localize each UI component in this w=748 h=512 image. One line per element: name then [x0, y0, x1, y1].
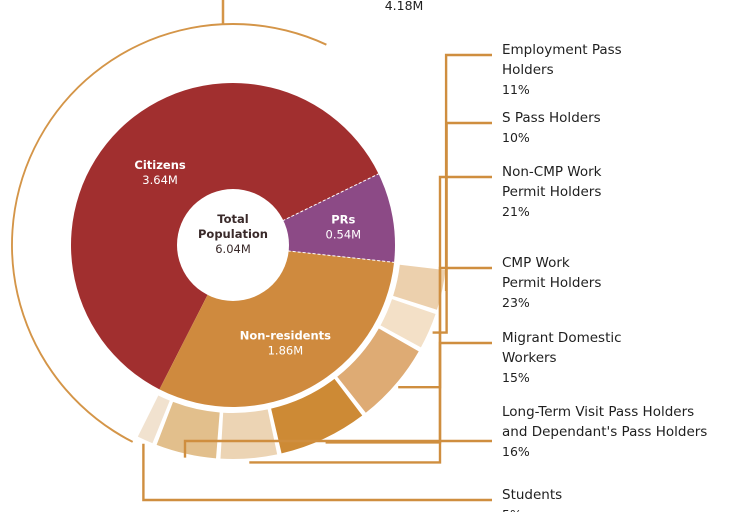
non-residents-label-value: 1.86M — [268, 344, 304, 358]
outer-segment-1 — [393, 264, 446, 310]
outer-segment-7 — [137, 395, 170, 444]
breakdown-label-6-line1: Long-Term Visit Pass Holders — [502, 404, 694, 420]
breakdown-label-5-line1: Migrant Domestic — [502, 330, 622, 346]
breakdown-pct-5: 15% — [502, 370, 530, 385]
prs-label-value: 0.54M — [326, 228, 362, 242]
breakdown-pct-6: 16% — [502, 444, 530, 459]
outer-segment-5 — [220, 409, 278, 459]
prs-label-name: PRs — [331, 213, 355, 227]
outer-segment-2 — [380, 299, 436, 348]
breakdown-label-6-line2: and Dependant's Pass Holders — [502, 424, 707, 440]
breakdown-label-7-line1: Students — [502, 487, 562, 503]
outer-segment-4 — [271, 378, 363, 454]
breakdown-label-3-line2: Permit Holders — [502, 184, 601, 200]
breakdown-pct-7: 5% — [502, 507, 522, 512]
center-value: 6.04M — [215, 242, 251, 256]
residents-value: 4.18M — [385, 0, 424, 13]
breakdown-label-2-line1: S Pass Holders — [502, 110, 601, 126]
non-residents-label-name: Non-residents — [240, 329, 331, 343]
outer-segment-3 — [337, 328, 419, 413]
breakdown-pct-2: 10% — [502, 130, 530, 145]
leader-line-5 — [249, 341, 492, 464]
center-label-line2: Population — [198, 227, 268, 241]
center-label-line1: Total — [217, 212, 248, 226]
breakdown-label-1-line1: Employment Pass — [502, 42, 622, 58]
citizens-label-name: Citizens — [134, 158, 186, 172]
breakdown-label-4-line1: CMP Work — [502, 255, 570, 271]
leader-line-6 — [183, 439, 492, 458]
breakdown-pct-1: 11% — [502, 82, 530, 97]
breakdown-label-5-line2: Workers — [502, 350, 557, 366]
breakdown-label-3-line1: Non-CMP Work — [502, 164, 602, 180]
breakdown-pct-4: 23% — [502, 295, 530, 310]
outer-segment-6 — [156, 401, 220, 459]
breakdown-pct-3: 21% — [502, 204, 530, 219]
leader-line-2 — [432, 121, 492, 334]
leader-line-1 — [444, 53, 492, 291]
leader-line-7 — [142, 443, 492, 502]
citizens-label-value: 3.64M — [142, 173, 178, 187]
breakdown-label-1-line2: Holders — [502, 62, 554, 78]
breakdown-label-4-line2: Permit Holders — [502, 275, 601, 291]
center-hole — [177, 189, 289, 301]
